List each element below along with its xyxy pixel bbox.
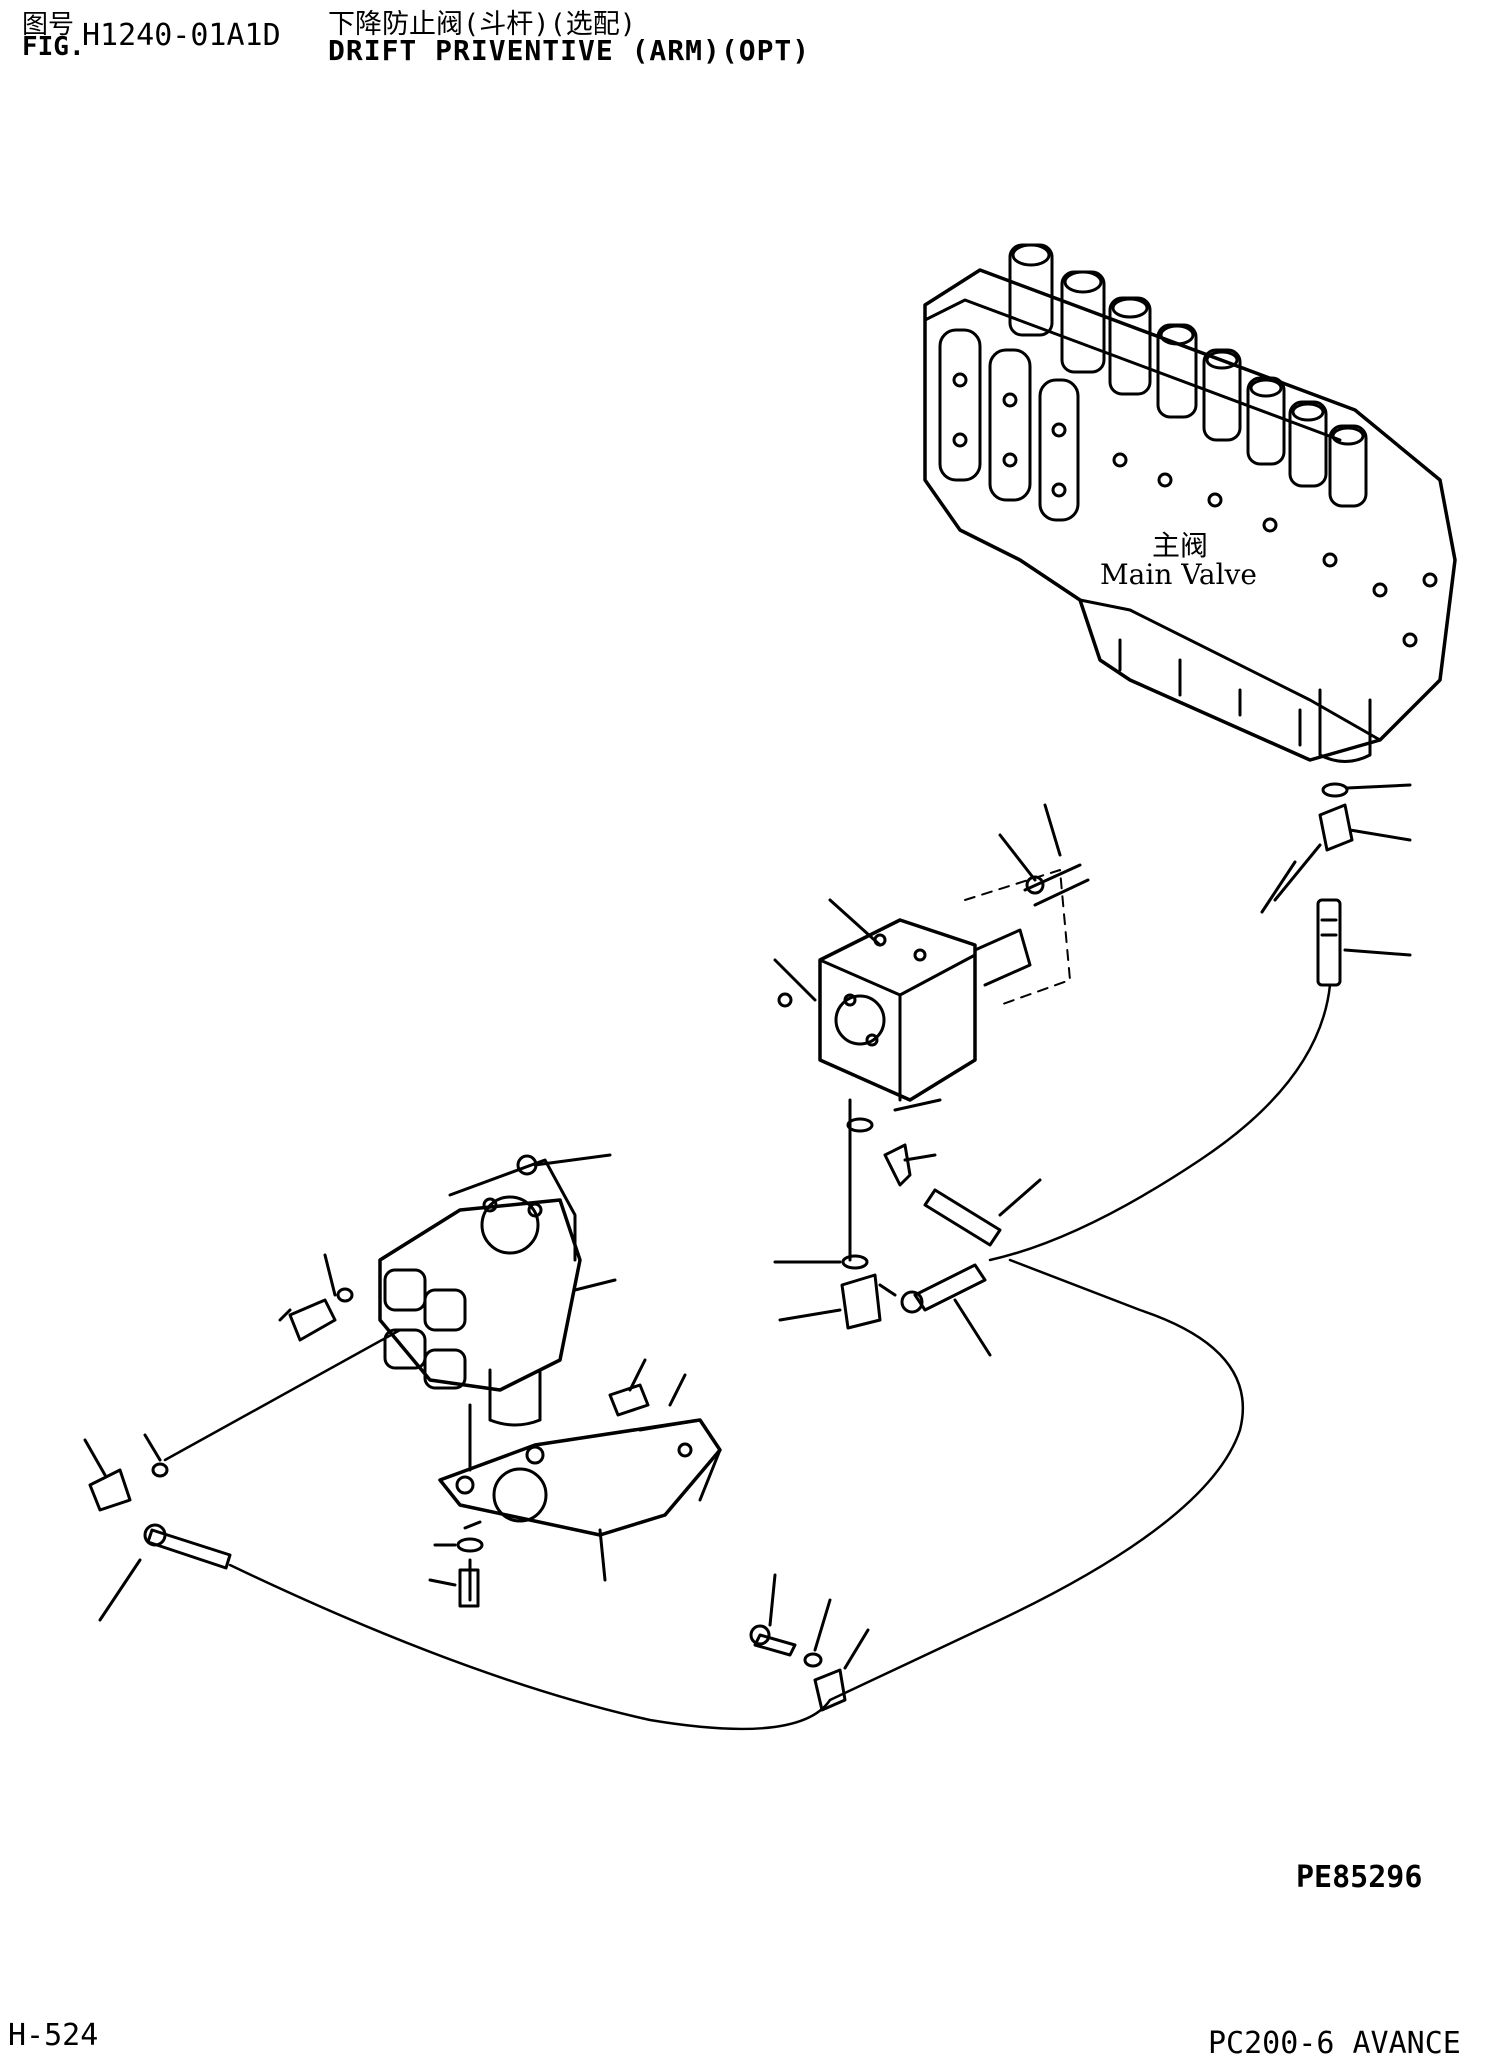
clamp xyxy=(749,1573,870,1712)
main-valve-label-en: Main Valve xyxy=(1100,558,1257,591)
main-valve-fittings xyxy=(1260,782,1412,987)
valve-bolt-holes xyxy=(1112,452,1438,648)
leader-lines-left xyxy=(278,1153,687,1587)
fig-label-cn: 图号 xyxy=(22,10,75,40)
drift-valve-center xyxy=(777,863,1090,1330)
hose-lower xyxy=(228,1258,1245,1731)
fig-label-en: FIG. xyxy=(22,32,85,62)
title-en: DRIFT PRIVENTIVE (ARM)(OPT) xyxy=(328,34,811,67)
main-valve-label-cn: 主阀 xyxy=(1152,529,1209,562)
drift-valve-left xyxy=(288,1154,582,1472)
leader-lines-center xyxy=(773,803,1062,1357)
valve-spools xyxy=(1008,243,1368,508)
main-valve xyxy=(923,243,1457,763)
machine-model: PC200-6 AVANCE xyxy=(1208,2026,1461,2061)
valve-side-plates xyxy=(938,328,1080,522)
hose-upper xyxy=(988,983,1332,1262)
valve-caps xyxy=(1011,243,1365,446)
page-number: H-524 xyxy=(8,2018,99,2053)
bracket xyxy=(438,1383,722,1608)
fig-number: H1240-01A1D xyxy=(82,18,281,53)
drawing-code: PE85296 xyxy=(1296,1860,1423,1895)
hose-left-top xyxy=(163,1328,402,1462)
title-cn: 下降防止阀(斗杆)(选配) xyxy=(328,9,637,40)
left-fittings xyxy=(83,1433,232,1622)
